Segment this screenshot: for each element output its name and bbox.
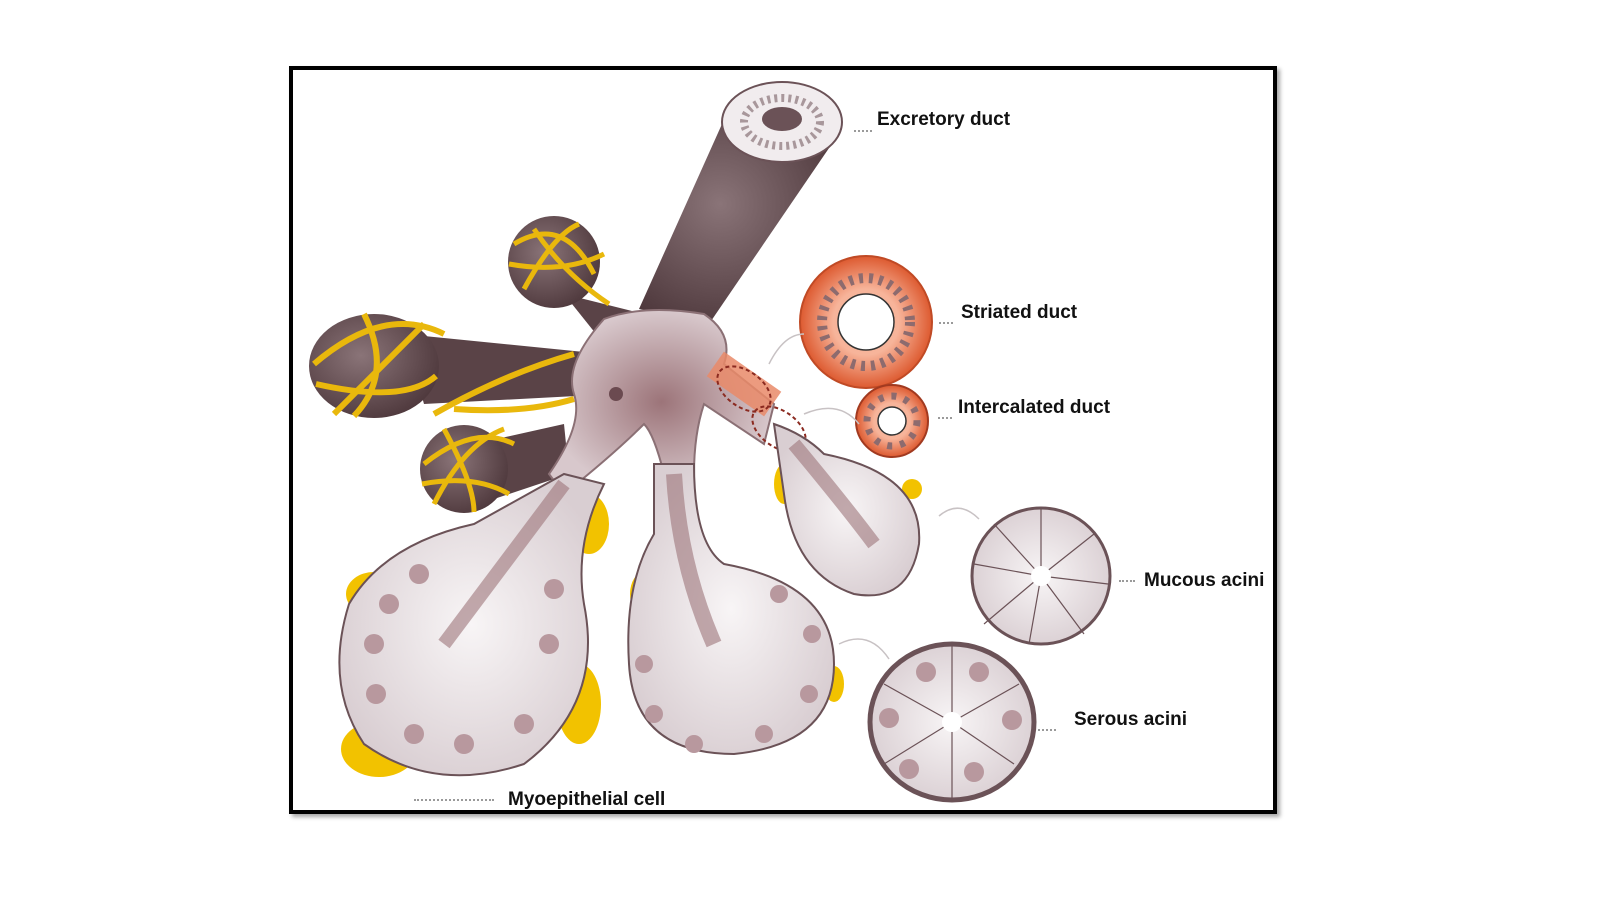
label-intercalated-duct: Intercalated duct: [958, 397, 1111, 418]
pale-acini: [338, 422, 921, 777]
myoepithelial-covered-acini: [309, 216, 644, 513]
striated-duct-section: [799, 255, 933, 389]
excretory-duct-shape: [639, 81, 843, 324]
label-excretory-duct: Excretory duct: [877, 109, 1011, 130]
label-striated-duct: Striated duct: [961, 302, 1078, 323]
label-serous-acini: Serous acini: [1074, 709, 1187, 730]
salivary-gland-illustration: [309, 81, 1112, 803]
label-mucous-acini: Mucous acini: [1144, 570, 1265, 591]
label-myoepithelial-cell: Myoepithelial cell: [508, 789, 666, 810]
mucous-acini-section: [970, 506, 1112, 646]
connector-arcs: [768, 333, 980, 660]
diagram-frame: Excretory duct Striated duct Intercalate…: [289, 66, 1277, 814]
serous-acini-section: [867, 641, 1037, 803]
central-duct-branching: [547, 309, 807, 496]
intercalated-duct-section: [855, 384, 929, 458]
